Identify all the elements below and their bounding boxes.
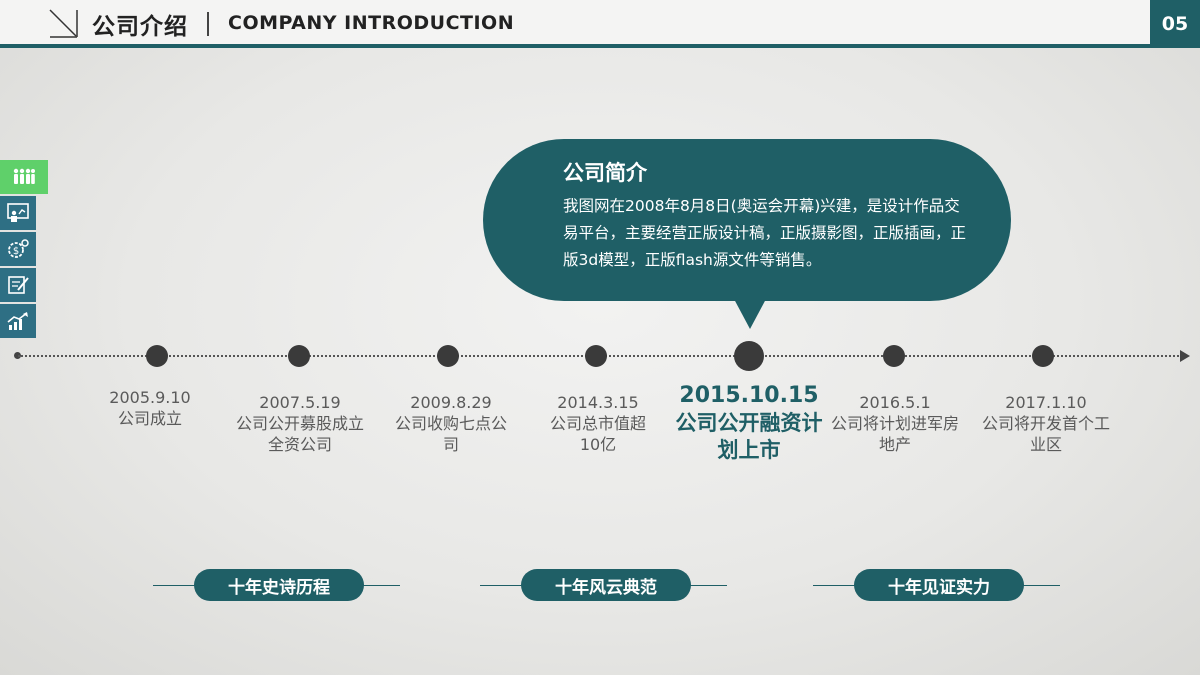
timeline-item: 2007.5.19 公司公开募股成立全资公司 <box>234 392 366 455</box>
timeline-arrow-icon <box>1180 350 1190 362</box>
timeline-text: 公司收购七点公司 <box>394 414 507 454</box>
timeline-item: 2014.3.15 公司总市值超10亿 <box>540 392 656 455</box>
timeline-dot <box>585 345 607 367</box>
timeline-text: 公司成立 <box>117 409 182 428</box>
svg-text:$: $ <box>13 246 19 257</box>
bubble-text: 我图网在2008年8月8日(奥运会开幕)兴建，是设计作品交易平台，主要经营正版设… <box>563 197 967 269</box>
side-nav-people[interactable] <box>0 160 48 194</box>
title-divider <box>207 12 209 36</box>
timeline-date: 2014.3.15 <box>557 393 639 412</box>
pill-badge: 十年风云典范 <box>521 569 691 601</box>
pill-badge: 十年史诗历程 <box>194 569 364 601</box>
presentation-icon <box>7 203 29 222</box>
timeline-text: 公司将计划进军房地产 <box>830 414 959 454</box>
growth-chart-icon <box>7 312 28 330</box>
page-title: 公司介绍 <box>92 14 188 40</box>
timeline-date: 2017.1.10 <box>1005 393 1087 412</box>
timeline-dot <box>1032 345 1054 367</box>
document-edit-icon <box>8 276 29 294</box>
side-nav: $ <box>0 160 48 340</box>
timeline-dot <box>146 345 168 367</box>
corner-arrow-icon <box>49 9 78 38</box>
timeline-dot <box>883 345 905 367</box>
timeline-item: 2009.8.29 公司收购七点公司 <box>393 392 509 455</box>
timeline-item-highlight: 2015.10.15 公司公开融资计划上市 <box>674 382 824 464</box>
bubble-tail <box>734 299 766 329</box>
page-subtitle: COMPANY INTRODUCTION <box>228 12 515 34</box>
intro-bubble: 公司简介 我图网在2008年8月8日(奥运会开幕)兴建，是设计作品交易平台，主要… <box>483 139 1011 301</box>
timeline-date: 2015.10.15 <box>679 383 819 408</box>
timeline-text: 公司公开融资计划上市 <box>675 411 823 462</box>
timeline-date: 2016.5.1 <box>859 393 931 412</box>
header-bar: 公司介绍 COMPANY INTRODUCTION <box>0 0 1150 48</box>
timeline-start-dot <box>14 352 21 359</box>
timeline-text: 公司公开募股成立全资公司 <box>235 414 364 454</box>
timeline-dot <box>288 345 310 367</box>
timeline-text: 公司总市值超10亿 <box>549 414 646 454</box>
page-number: 05 <box>1150 0 1200 48</box>
bubble-title: 公司简介 <box>563 161 647 185</box>
side-nav-document[interactable] <box>0 268 36 302</box>
side-nav-growth[interactable] <box>0 304 36 338</box>
timeline-item: 2005.9.10 公司成立 <box>75 387 225 429</box>
side-nav-presentation[interactable] <box>0 196 36 230</box>
timeline-date: 2007.5.19 <box>259 393 341 412</box>
timeline-item: 2017.1.10 公司将开发首个工业区 <box>979 392 1113 455</box>
timeline-date: 2005.9.10 <box>109 388 191 407</box>
pill-badge: 十年见证实力 <box>854 569 1024 601</box>
timeline-text: 公司将开发首个工业区 <box>981 414 1110 454</box>
side-nav-finance[interactable]: $ <box>0 232 36 266</box>
people-icon <box>13 168 35 184</box>
timeline-item: 2016.5.1 公司将计划进军房地产 <box>828 392 962 455</box>
timeline-dot <box>437 345 459 367</box>
timeline-date: 2009.8.29 <box>410 393 492 412</box>
timeline-dot-highlight <box>734 341 764 371</box>
dollar-gear-icon: $ <box>8 239 29 258</box>
